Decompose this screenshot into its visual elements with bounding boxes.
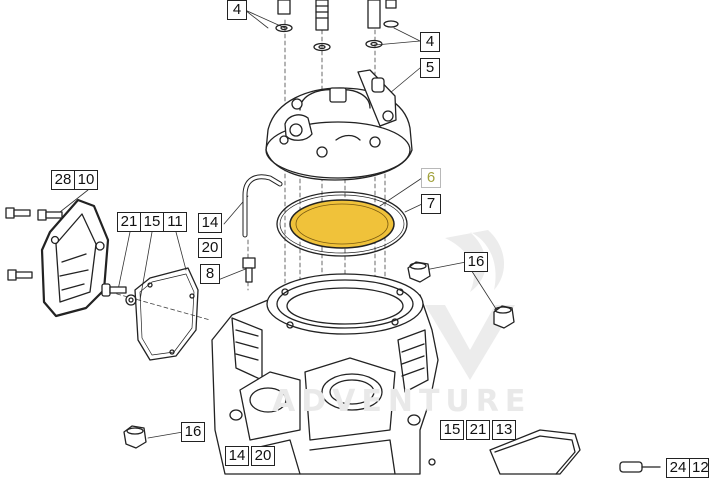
cylinder-head: [265, 69, 413, 181]
cylinder: [211, 273, 439, 475]
callout-21-left[interactable]: 21: [117, 212, 141, 232]
callout-6-highlighted[interactable]: 6: [421, 168, 441, 188]
nuts: [123, 261, 515, 449]
callout-4-washer[interactable]: 4: [420, 32, 440, 52]
callout-7[interactable]: 7: [421, 194, 441, 214]
callout-20-bottom[interactable]: 20: [251, 446, 275, 466]
callout-24[interactable]: 24: [666, 458, 690, 478]
exhaust-valve-cover: [40, 198, 110, 318]
callout-8[interactable]: 8: [200, 264, 220, 284]
hose: [242, 174, 283, 238]
callout-20-fitting[interactable]: 20: [198, 238, 222, 258]
callout-15-left[interactable]: 15: [140, 212, 164, 232]
fitting: [242, 257, 256, 283]
callout-5[interactable]: 5: [420, 58, 440, 78]
callout-14-bottom[interactable]: 14: [225, 446, 249, 466]
callout-16-bottom[interactable]: 16: [181, 422, 205, 442]
cover-bolts: [5, 207, 63, 281]
watermark-text: ADVENTURE: [272, 384, 532, 419]
callout-13[interactable]: 13: [492, 420, 516, 440]
callout-28[interactable]: 28: [51, 170, 75, 190]
callout-16-right[interactable]: 16: [464, 252, 488, 272]
callout-4-top[interactable]: 4: [227, 0, 247, 20]
callout-14-hose[interactable]: 14: [198, 213, 222, 233]
cover-gasket: [134, 267, 199, 361]
right-cover-gasket: [428, 429, 661, 475]
callout-12[interactable]: 12: [689, 458, 709, 478]
cylinder-head-studs: [275, 0, 399, 52]
cylinder-gasket-ring: [276, 191, 408, 257]
callout-21-right[interactable]: 21: [466, 420, 490, 440]
callout-10[interactable]: 10: [74, 170, 98, 190]
head-gasket-highlighted: [289, 199, 395, 249]
small-bolt-washer: [101, 283, 137, 306]
callout-11[interactable]: 11: [163, 212, 187, 232]
callout-15-right[interactable]: 15: [440, 420, 464, 440]
